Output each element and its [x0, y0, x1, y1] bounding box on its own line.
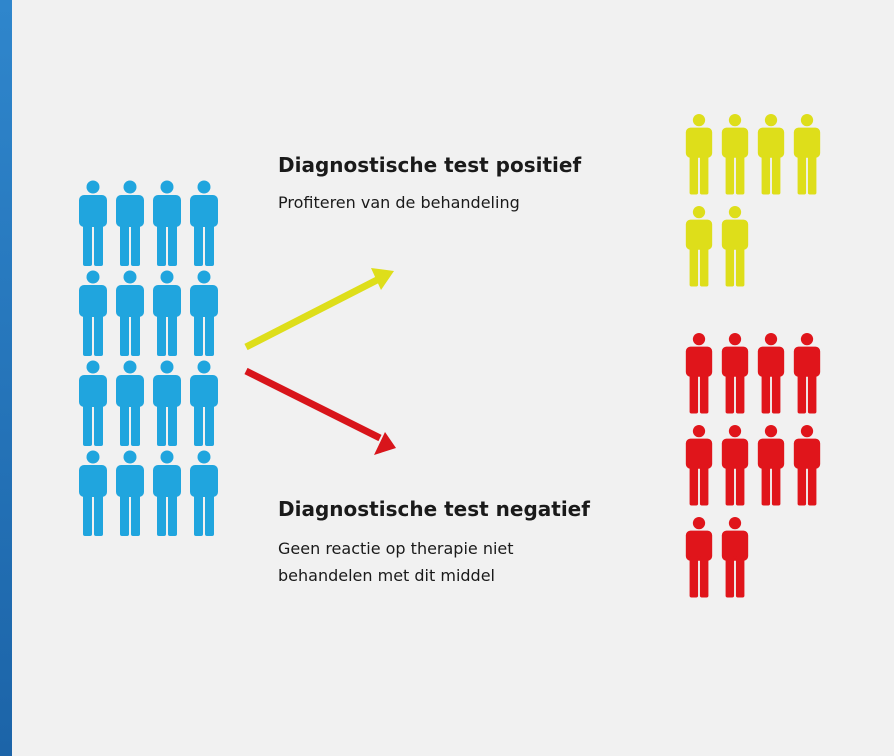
person-icon	[190, 270, 218, 356]
total-patient-group	[79, 180, 218, 536]
negative-test-title: Diagnostische test negatief	[278, 497, 590, 521]
person-icon	[190, 450, 218, 536]
person-icon	[721, 114, 749, 195]
person-icon	[757, 425, 785, 506]
person-icon	[116, 180, 144, 266]
positive-test-title: Diagnostische test positief	[278, 153, 582, 177]
negative-patient-group	[685, 333, 821, 598]
negative-arrow	[244, 367, 396, 455]
person-icon	[79, 360, 107, 446]
positive-arrow	[244, 268, 394, 351]
person-icon	[757, 333, 785, 414]
person-icon	[757, 114, 785, 195]
person-icon	[685, 114, 713, 195]
person-icon	[153, 270, 181, 356]
negative-test-subtitle-line-1: Geen reactie op therapie niet	[278, 539, 514, 558]
person-icon	[793, 425, 821, 506]
negative-test-subtitle-line-2: behandelen met dit middel	[278, 566, 495, 585]
person-icon	[721, 425, 749, 506]
person-icon	[116, 450, 144, 536]
person-icon	[79, 270, 107, 356]
person-icon	[153, 360, 181, 446]
person-icon	[190, 180, 218, 266]
person-icon	[79, 450, 107, 536]
person-icon	[116, 360, 144, 446]
left-edge-bar	[0, 0, 12, 756]
positive-patient-group	[685, 114, 821, 287]
person-icon	[721, 206, 749, 287]
person-icon	[685, 517, 713, 598]
person-icon	[190, 360, 218, 446]
person-icon	[721, 333, 749, 414]
person-icon	[153, 180, 181, 266]
person-icon	[793, 333, 821, 414]
person-icon	[685, 425, 713, 506]
person-icon	[685, 333, 713, 414]
person-icon	[721, 517, 749, 598]
positive-test-subtitle: Profiteren van de behandeling	[278, 193, 520, 212]
person-icon	[793, 114, 821, 195]
person-icon	[153, 450, 181, 536]
person-icon	[79, 180, 107, 266]
person-icon	[116, 270, 144, 356]
person-icon	[685, 206, 713, 287]
